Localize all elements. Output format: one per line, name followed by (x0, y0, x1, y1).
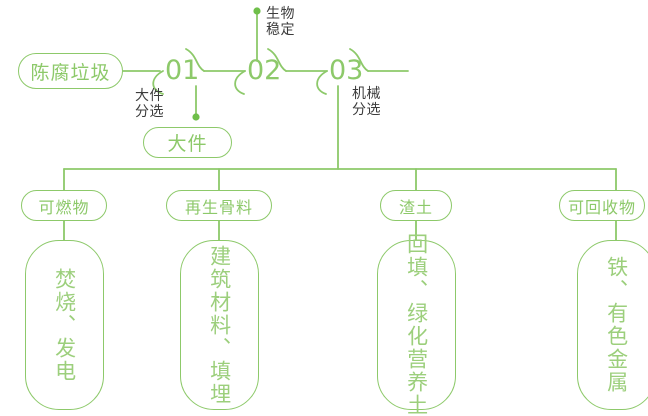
destination-text-recycled-aggregate: 建筑材料、填埋 (207, 244, 232, 406)
output-pill-bulky[interactable]: 大件 (143, 127, 232, 158)
destination-box-recycled-aggregate[interactable]: 建筑材料、填埋 (180, 240, 259, 410)
arc-02-left (234, 70, 246, 95)
note-bio-stabilization-line1: 生物 (266, 6, 295, 22)
category-pill-recyclables[interactable]: 可回收物 (559, 190, 645, 221)
destination-text-slag-soil: 回填、绿化营养土 (404, 233, 429, 416)
category-pill-slag-soil[interactable]: 渣土 (380, 190, 452, 221)
note-mechanical-sorting-line2: 分选 (352, 102, 381, 119)
stage-number-03[interactable]: 03 (329, 55, 364, 86)
note-bulky-sorting-line1: 大件 (135, 88, 164, 104)
destination-box-recyclables[interactable]: 铁、有色金属 (577, 240, 648, 410)
dot-bio-stabilization (253, 7, 261, 15)
destination-box-combustibles[interactable]: 焚烧、发电 (25, 240, 104, 410)
arc-01-right (185, 48, 205, 72)
note-mechanical-sorting: 机械 分选 (352, 86, 381, 118)
arc-03-right (349, 48, 369, 72)
dot-bulky-sorting (192, 113, 200, 121)
destination-text-combustibles: 焚烧、发电 (52, 267, 77, 383)
category-pill-combustibles[interactable]: 可燃物 (21, 190, 107, 221)
note-bio-stabilization: 生物 稳定 (266, 6, 295, 38)
note-bulky-sorting: 大件 分选 (135, 88, 164, 120)
category-pill-recycled-aggregate[interactable]: 再生骨料 (166, 190, 272, 221)
destination-text-recyclables: 铁、有色金属 (604, 256, 629, 394)
destination-box-slag-soil[interactable]: 回填、绿化营养土 (377, 233, 456, 416)
source-pill[interactable]: 陈腐垃圾 (18, 53, 123, 89)
note-mechanical-sorting-line1: 机械 (352, 86, 381, 102)
stage-number-02[interactable]: 02 (247, 55, 282, 86)
note-bulky-sorting-line2: 分选 (135, 104, 164, 121)
arc-01-left (152, 70, 164, 95)
arc-03-left (316, 70, 328, 95)
arc-02-right (267, 48, 287, 72)
stage-number-01[interactable]: 01 (165, 55, 200, 86)
note-bio-stabilization-line2: 稳定 (266, 22, 295, 39)
